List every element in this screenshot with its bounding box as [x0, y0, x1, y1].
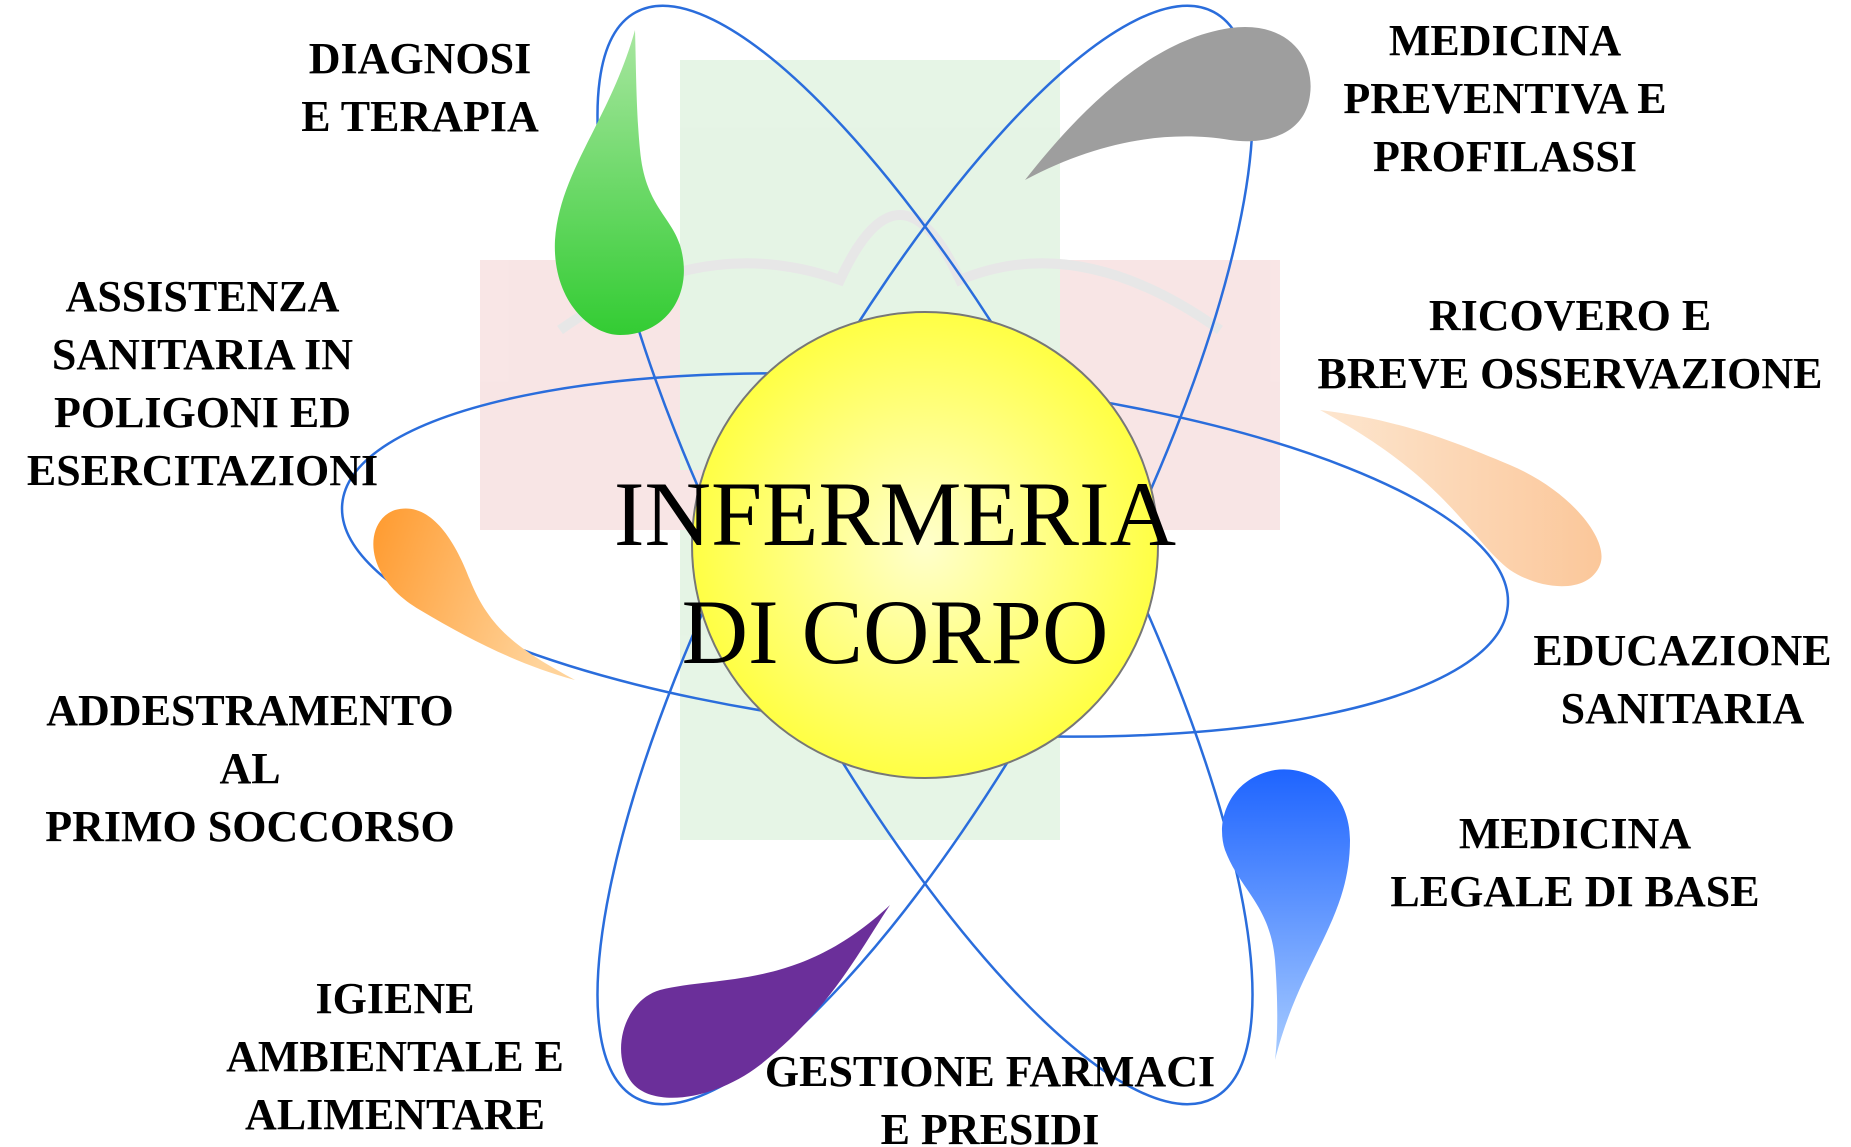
label-line: E TERAPIA [301, 92, 539, 141]
label-diagnosi-terapia: DIAGNOSI E TERAPIA [270, 30, 570, 146]
center-nucleus [691, 311, 1159, 779]
label-gestione-farmaci: GESTIONE FARMACI E PRESIDI [740, 1043, 1240, 1147]
label-line: POLIGONI ED [53, 388, 352, 437]
label-line: PREVENTIVA E [1343, 74, 1667, 123]
label-assistenza-sanitaria: ASSISTENZA SANITARIA IN POLIGONI ED ESER… [5, 268, 400, 500]
gray-drop [1025, 26, 1311, 180]
center-title-line-1: INFERMERIA [613, 463, 1177, 565]
center-title-line-2: DI CORPO [681, 581, 1109, 683]
label-addestramento: ADDESTRAMENTO AL PRIMO SOCCORSO [20, 682, 480, 856]
label-line: AL [219, 744, 281, 793]
label-line: BREVE OSSERVAZIONE [1317, 349, 1823, 398]
peach-drop [1320, 410, 1602, 587]
label-line: DIAGNOSI [308, 34, 532, 83]
label-educazione-sanitaria: EDUCAZIONE SANITARIA [1515, 622, 1850, 738]
center-title: INFERMERIA DI CORPO [560, 455, 1230, 691]
label-line: MEDICINA [1458, 809, 1692, 858]
label-ricovero: RICOVERO E BREVE OSSERVAZIONE [1295, 287, 1845, 403]
label-line: ADDESTRAMENTO [46, 686, 454, 735]
label-line: MEDICINA [1388, 16, 1622, 65]
label-line: PROFILASSI [1372, 132, 1638, 181]
label-line: EDUCAZIONE [1533, 626, 1832, 675]
label-line: IGIENE [315, 974, 475, 1023]
label-line: LEGALE DI BASE [1390, 867, 1760, 916]
watermark-wings [557, 210, 1223, 335]
blue-drop [1222, 769, 1350, 1060]
label-line: RICOVERO E [1428, 291, 1712, 340]
label-line: ESERCITAZIONI [26, 446, 379, 495]
label-line: SANITARIA [1560, 684, 1805, 733]
label-line: ALIMENTARE [245, 1090, 545, 1139]
label-line: GESTIONE FARMACI [764, 1047, 1216, 1096]
label-line: SANITARIA IN [51, 330, 354, 379]
label-medicina-legale: MEDICINA LEGALE DI BASE [1365, 805, 1785, 921]
label-line: PRIMO SOCCORSO [45, 802, 455, 851]
orange-drop [373, 508, 575, 680]
green-drop [554, 30, 684, 335]
label-line: ASSISTENZA [65, 272, 340, 321]
label-medicina-preventiva: MEDICINA PREVENTIVA E PROFILASSI [1290, 12, 1720, 186]
label-igiene: IGIENE AMBIENTALE E ALIMENTARE [205, 970, 585, 1144]
label-line: E PRESIDI [880, 1105, 1100, 1147]
label-line: AMBIENTALE E [226, 1032, 564, 1081]
purple-drop [621, 905, 890, 1098]
